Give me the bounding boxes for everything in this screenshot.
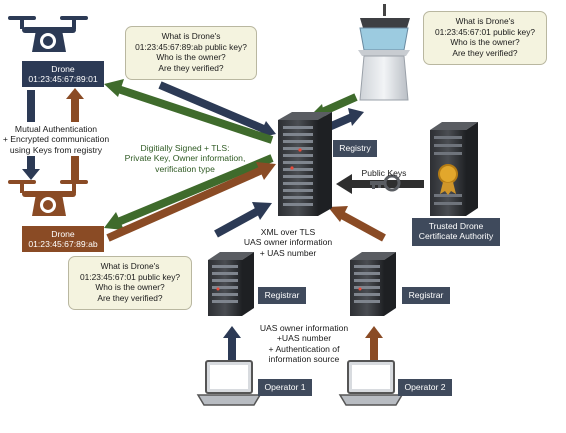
operator1-laptop-icon [196,360,262,406]
arrow-drone-bottom-to-registry-rust [106,162,276,242]
drone-top-icon [8,16,88,52]
arrow-up-drone-rust-lower [71,156,79,180]
registrar-right-server-icon [350,252,396,316]
arrow-up-drone-rust [66,88,84,122]
mutual-auth-note: Mutual Authentication + Encrypted commun… [2,124,110,155]
bubble-bottom-query: What is Drone's 01:23:45:67:01 public ke… [68,256,192,310]
arrow-registrar-left-to-registry [214,202,272,238]
bubble-top-query: What is Drone's 01:23:45:67:89:ab public… [125,26,257,80]
arrow-registry-to-drone-green [104,79,274,144]
arrow-operator2-to-registrar [365,326,383,360]
drone-bottom-label: Drone 01:23:45:67:89:ab [22,226,104,252]
key-icon [370,174,401,192]
owner-info-note: UAS owner information +UAS number + Auth… [259,323,349,365]
registrar-left-label: Registrar [258,287,306,304]
control-tower-icon [358,4,410,101]
registrar-right-label: Registrar [402,287,450,304]
ca-label: Trusted Drone Certificate Authority [412,218,500,246]
drone-bottom-icon [8,180,88,216]
public-keys-label: Public Keys [361,168,407,178]
registry-label: Registry [333,140,377,157]
ca-server-icon [430,122,478,216]
registry-server-icon [278,112,332,216]
bubble-right-query: What is Drone's 01:23:45:67:01 public ke… [423,11,547,65]
drone-top-label: Drone 01:23:45:67:89:01 [22,61,104,87]
operator2-laptop-icon [338,360,404,406]
arrow-registry-to-drone-bottom-green [104,154,274,230]
operator2-label: Operator 2 [398,379,452,396]
arrow-ca-to-registry-public-keys [336,174,424,194]
xml-tls-note: XML over TLS UAS owner information + UAS… [243,227,333,258]
arrow-down-drone-navy-lower [22,156,40,180]
operator1-label: Operator 1 [258,379,312,396]
arrow-registrar-right-to-registry [328,206,386,242]
arrow-operator1-to-registrar [223,326,241,360]
arrow-down-drone-navy [27,90,35,122]
signed-tls-note: Digitially Signed + TLS: Private Key, Ow… [124,143,246,174]
registrar-left-server-icon [208,252,254,316]
